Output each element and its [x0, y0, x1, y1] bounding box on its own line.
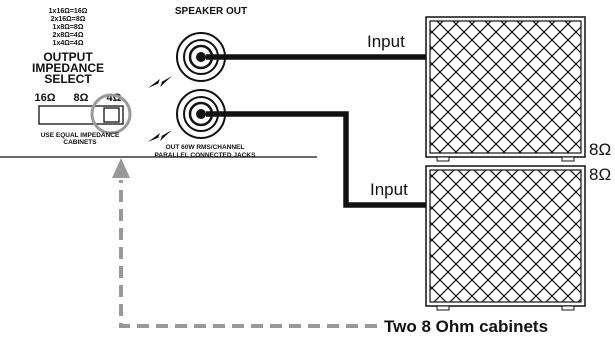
- cabinet-grille: [429, 20, 582, 154]
- switch-label-8: 8Ω: [74, 92, 89, 104]
- rating-line: 1x8Ω=8Ω: [53, 24, 84, 31]
- cabinet-foot: [436, 156, 450, 162]
- speaker-jack-2[interactable]: [176, 89, 226, 139]
- speaker-out-title: SPEAKER OUT: [175, 6, 247, 17]
- switch-label-16: 16Ω: [34, 92, 55, 104]
- cabinet-2-input-label: Input: [370, 180, 408, 199]
- cabinet-foot: [561, 156, 575, 162]
- callout-arrowhead: [112, 158, 130, 178]
- cabinet-foot: [561, 305, 575, 311]
- impedance-ratings: 1x16Ω=16Ω 2x16Ω=8Ω 1x8Ω=8Ω 2x8Ω=4Ω 1x4Ω=…: [49, 8, 88, 47]
- cabinet-1-impedance: 8Ω: [589, 140, 611, 159]
- switch-knob[interactable]: [103, 107, 120, 123]
- cabinet-2-impedance: 8Ω: [589, 165, 611, 184]
- note-line-1: USE EQUAL IMPEDANCE: [41, 132, 120, 139]
- cabinet-grille: [429, 169, 582, 303]
- speaker-note-line-1: OUT 60W RMS/CHANNEL: [166, 144, 245, 151]
- rating-line: 1x16Ω=16Ω: [49, 8, 88, 15]
- equal-impedance-note: USE EQUAL IMPEDANCE CABINETS: [41, 132, 120, 146]
- callout-dashed-line: [119, 180, 377, 328]
- rating-line: 1x4Ω=4Ω: [53, 40, 84, 47]
- lightning-icon: [148, 76, 172, 88]
- title-line-1: OUTPUT: [43, 50, 93, 64]
- speaker-cabinet-1: [425, 16, 586, 162]
- rating-line: 2x16Ω=8Ω: [51, 16, 86, 23]
- speaker-out-note: OUT 60W RMS/CHANNEL PARALLEL CONNECTED J…: [155, 144, 257, 159]
- cabinet-1-input-label: Input: [367, 32, 405, 51]
- callout-label: Two 8 Ohm cabinets: [384, 317, 548, 336]
- speaker-cabinet-2: [425, 165, 586, 311]
- title-line-2: IMPEDANCE: [32, 61, 104, 75]
- note-line-2: CABINETS: [63, 139, 97, 146]
- rating-line: 2x8Ω=4Ω: [53, 32, 84, 39]
- output-impedance-title: OUTPUT IMPEDANCE SELECT: [32, 50, 104, 86]
- switch-position-labels: 16Ω 8Ω 4Ω: [34, 92, 121, 104]
- speaker-note-line-2: PARALLEL CONNECTED JACKS: [155, 152, 257, 159]
- lightning-icon: [148, 130, 172, 142]
- cabinet-foot: [436, 305, 450, 311]
- title-line-3: SELECT: [44, 72, 92, 86]
- impedance-slide-switch[interactable]: [38, 105, 124, 125]
- speaker-cable-2: [206, 111, 426, 208]
- highlight-circle: [90, 93, 132, 135]
